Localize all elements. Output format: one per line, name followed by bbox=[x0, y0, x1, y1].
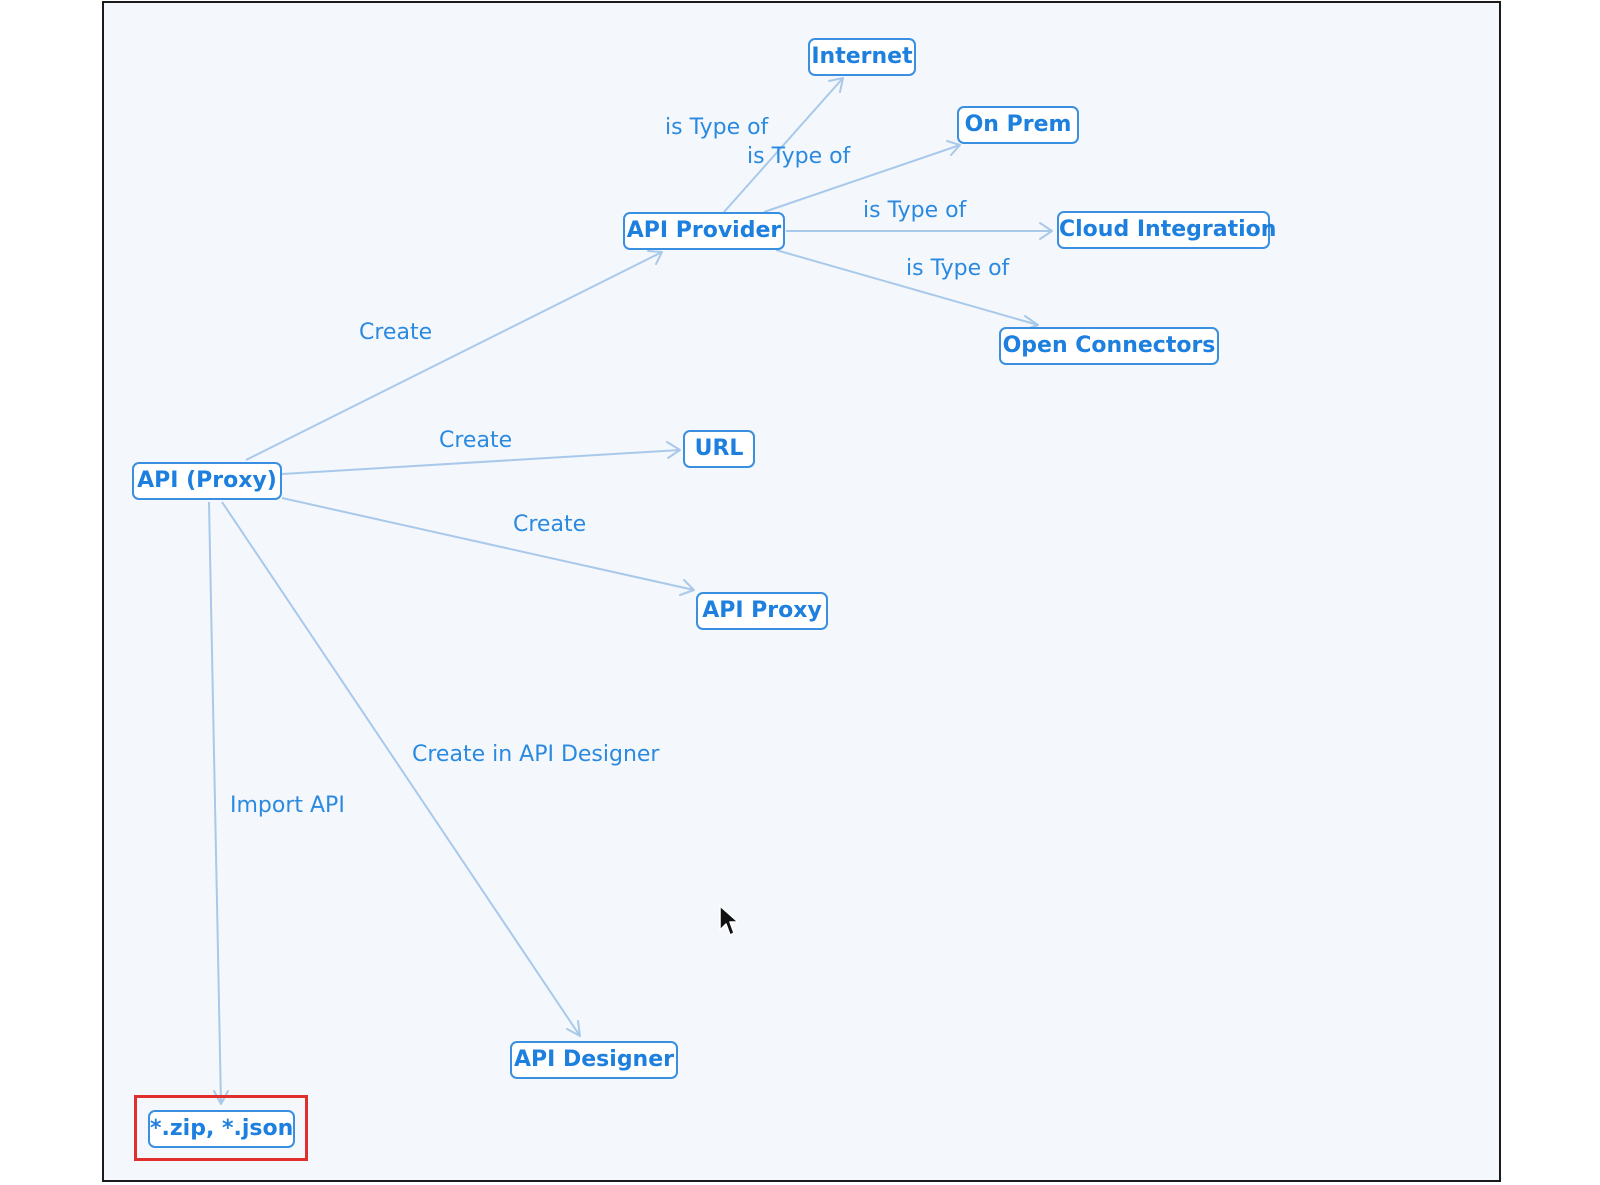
edge-arrow-internet bbox=[828, 77, 844, 93]
edge-proxy-to-provider bbox=[245, 251, 663, 461]
node-api-proxy-root[interactable]: API (Proxy) bbox=[132, 462, 282, 500]
edge-label-proxy-to-api-proxy: Create bbox=[513, 512, 587, 537]
edge-label-provider-to-cloud: is Type of bbox=[863, 198, 967, 223]
node-cloud-integration[interactable]: Cloud Integration bbox=[1057, 211, 1276, 249]
edge-arrow-provider bbox=[647, 250, 663, 265]
mouse-pointer-icon bbox=[719, 905, 739, 936]
edge-label-proxy-to-provider: Create bbox=[359, 320, 433, 345]
node-api-proxy[interactable]: API Proxy bbox=[696, 592, 828, 630]
edge-arrow-designer bbox=[566, 1020, 581, 1037]
edge-proxy-to-url bbox=[281, 449, 681, 475]
edge-label-proxy-to-url: Create bbox=[439, 428, 513, 453]
node-open-connectors[interactable]: Open Connectors bbox=[999, 327, 1219, 365]
node-url[interactable]: URL bbox=[683, 430, 755, 468]
edge-arrow-url bbox=[666, 441, 681, 459]
edge-provider-to-internet bbox=[723, 77, 844, 213]
node-on-prem[interactable]: On Prem bbox=[957, 106, 1079, 144]
edge-proxy-to-designer bbox=[221, 501, 581, 1037]
edge-arrow-api-proxy bbox=[679, 579, 695, 596]
node-zip-json[interactable]: *.zip, *.json bbox=[148, 1110, 295, 1148]
highlight-box bbox=[134, 1095, 308, 1161]
edge-arrow-onprem bbox=[946, 140, 961, 156]
diagram-canvas bbox=[102, 1, 1501, 1182]
edge-arrow-cloud bbox=[1039, 222, 1053, 240]
edge-label-provider-to-onprem: is Type of bbox=[747, 144, 851, 169]
edge-label-provider-to-open: is Type of bbox=[906, 256, 1010, 281]
node-internet[interactable]: Internet bbox=[808, 38, 916, 76]
edge-label-proxy-to-designer: Create in API Designer bbox=[412, 742, 660, 767]
edge-provider-to-onprem bbox=[763, 144, 961, 213]
edge-proxy-to-api-proxy bbox=[281, 497, 695, 591]
edge-proxy-to-zip bbox=[208, 501, 222, 1105]
node-api-designer[interactable]: API Designer bbox=[510, 1041, 678, 1079]
node-api-provider[interactable]: API Provider bbox=[623, 212, 785, 250]
edge-provider-to-open bbox=[775, 249, 1039, 326]
edge-label-proxy-to-zip: Import API bbox=[230, 793, 345, 818]
edge-label-provider-to-internet: is Type of bbox=[665, 115, 769, 140]
